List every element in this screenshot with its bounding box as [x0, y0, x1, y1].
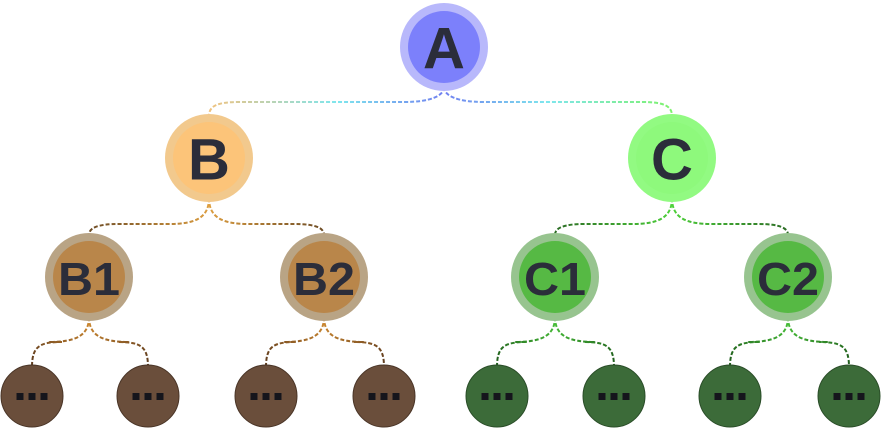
node-B[interactable]: B	[165, 114, 253, 202]
node-B2[interactable]: B2	[280, 233, 368, 321]
leaf-node[interactable]: ...	[465, 364, 529, 428]
node-label: A	[423, 17, 465, 82]
node-B1[interactable]: B1	[45, 233, 133, 321]
edge-A-B	[208, 86, 445, 117]
ellipsis-dot	[610, 393, 618, 400]
node-inner-circle	[173, 122, 245, 194]
node-C[interactable]: C	[628, 114, 716, 202]
edge-B-B2	[208, 197, 325, 236]
ellipsis-dot	[714, 393, 722, 400]
node-inner-circle	[636, 122, 708, 194]
edge-C1-C1b	[554, 316, 615, 368]
node-inner-circle	[53, 241, 125, 313]
leaf-node[interactable]: ...	[817, 364, 881, 428]
ellipsis-dot	[380, 393, 388, 400]
ellipsis-dot	[250, 393, 258, 400]
ellipsis-dot	[845, 393, 853, 400]
ellipsis-dot	[493, 393, 501, 400]
ellipsis-dot	[132, 393, 140, 400]
node-A[interactable]: A	[400, 3, 488, 91]
ellipsis-dot	[262, 393, 270, 400]
leaf-node[interactable]: ...	[698, 364, 762, 428]
ellipsis-dot	[598, 393, 606, 400]
edge-B1-B1b	[88, 316, 149, 368]
edge-C1-C1a	[496, 316, 556, 368]
ellipsis-dot	[481, 393, 489, 400]
leaf-node[interactable]: ...	[234, 364, 298, 428]
nodes-layer: A B C B1 B2 C1 C2........................	[0, 3, 881, 428]
node-C1[interactable]: C1	[511, 233, 599, 321]
leaf-node[interactable]: ...	[116, 364, 180, 428]
ellipsis-dot	[726, 393, 734, 400]
ellipsis-dot	[40, 393, 48, 400]
ellipsis-dot	[622, 393, 630, 400]
ellipsis-dot	[833, 393, 841, 400]
edge-C2-C2b	[787, 316, 850, 368]
node-label: C2	[757, 253, 819, 305]
edge-B2-B2a	[265, 316, 325, 368]
node-inner-circle	[752, 241, 824, 313]
edge-A-C	[443, 86, 673, 117]
edge-C-C1	[554, 197, 673, 236]
node-inner-circle	[288, 241, 360, 313]
ellipsis-dot	[368, 393, 376, 400]
edge-B2-B2b	[323, 316, 385, 368]
node-label: B2	[293, 253, 355, 305]
edge-C2-C2a	[729, 316, 789, 368]
ellipsis-dot	[16, 393, 24, 400]
ellipsis-dot	[857, 393, 865, 400]
edges-layer	[31, 86, 850, 368]
edge-C-C2	[671, 197, 789, 236]
leaf-node[interactable]: ...	[582, 364, 646, 428]
ellipsis-dot	[392, 393, 400, 400]
node-label: B	[188, 128, 230, 193]
node-C2[interactable]: C2	[744, 233, 832, 321]
node-inner-circle	[519, 241, 591, 313]
ellipsis-dot	[156, 393, 164, 400]
node-label: C	[651, 128, 693, 193]
ellipsis-dot	[144, 393, 152, 400]
leaf-node[interactable]: ...	[0, 364, 64, 428]
ellipsis-dot	[28, 393, 36, 400]
ellipsis-dot	[505, 393, 513, 400]
ellipsis-dot	[738, 393, 746, 400]
ellipsis-dot	[274, 393, 282, 400]
node-label: C1	[524, 253, 586, 305]
node-inner-circle	[408, 11, 480, 83]
leaf-node[interactable]: ...	[352, 364, 416, 428]
node-label: B1	[58, 253, 120, 305]
edge-B1-B1a	[31, 316, 90, 368]
edge-B-B1	[88, 197, 210, 236]
